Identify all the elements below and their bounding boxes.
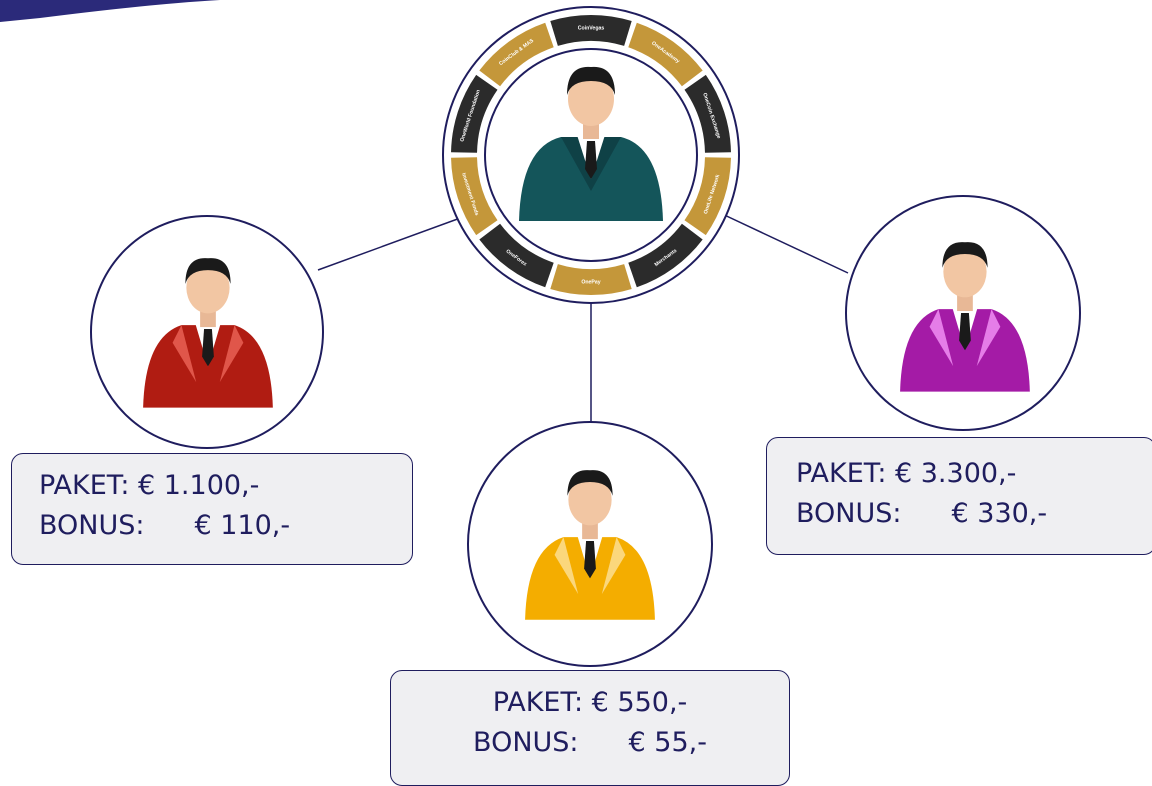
member-right-bonus: BONUS: € 330,- [796, 494, 1152, 534]
member-right-box: PAKET: € 3.300,- BONUS: € 330,- [766, 437, 1152, 555]
member-bottom-box: PAKET: € 550,- BONUS: € 55,- [390, 670, 790, 786]
member-left-avatar [90, 215, 324, 449]
ring-label: OnePay [581, 279, 600, 285]
ring-segment [550, 14, 632, 46]
member-left-paket: PAKET: € 1.100,- [39, 470, 260, 501]
ring-segment [628, 223, 703, 288]
businessman-icon [525, 470, 655, 620]
bonus-label: BONUS: [473, 727, 579, 758]
businessman-icon [143, 258, 273, 408]
ring-segment [451, 157, 498, 236]
bonus-value: € 110,- [194, 510, 291, 541]
bonus-label: BONUS: [39, 510, 145, 541]
bonus-value: € 330,- [951, 498, 1048, 529]
member-bottom-bonus: BONUS: € 55,- [431, 723, 789, 763]
member-right-paket: PAKET: € 3.300,- [796, 458, 1017, 489]
member-left-bonus: BONUS: € 110,- [39, 506, 412, 546]
ring-segment [479, 223, 554, 288]
corner-accent [0, 0, 220, 22]
bonus-value: € 55,- [628, 727, 707, 758]
ring-segment [684, 157, 731, 236]
member-left-box: PAKET: € 1.100,- BONUS: € 110,- [11, 453, 413, 565]
businessman-icon [900, 242, 1030, 392]
ring-segment [550, 264, 632, 295]
member-bottom-paket: PAKET: € 550,- [492, 687, 688, 718]
member-right-avatar [845, 195, 1081, 431]
connector-right [717, 211, 849, 274]
ring-segment [479, 22, 554, 87]
ring-segment [451, 74, 498, 153]
bonus-label: BONUS: [796, 498, 902, 529]
connector-left [317, 212, 475, 271]
member-bottom-avatar [467, 421, 713, 667]
center-person [519, 66, 663, 221]
ring-label: CoinVegas [578, 25, 605, 31]
ring-segment [628, 22, 703, 87]
ring-segment [684, 74, 731, 153]
